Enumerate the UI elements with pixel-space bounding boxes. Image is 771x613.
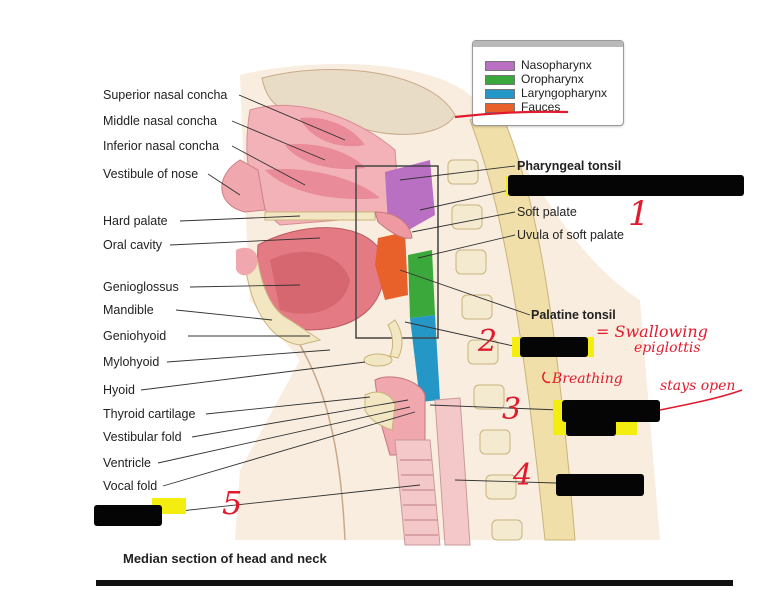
trachea (394, 439, 441, 546)
legend-swatch (485, 60, 515, 71)
legend: Nasopharynx Oropharynx Laryngopharynx Fa… (472, 40, 624, 126)
oropharynx-region (408, 250, 435, 318)
label-uvula-of-soft-palate: Uvula of soft palate (517, 228, 625, 242)
genioglossus-muscle (270, 251, 350, 314)
label-superior-nasal-concha: Superior nasal concha (103, 88, 228, 102)
redacted-label (520, 337, 588, 357)
handwritten-note-epiglottis: epiglottis (634, 340, 701, 356)
inferior-concha (265, 169, 380, 200)
legend-swatch (485, 102, 515, 113)
label-ventricle: Ventricle (103, 456, 151, 470)
redacted-label (556, 474, 644, 496)
label-mylohyoid: Mylohyoid (103, 355, 160, 369)
label-palatine-tonsil: Palatine tonsil (531, 308, 616, 322)
label-pharyngeal-tonsil: Pharyngeal tonsil (517, 159, 622, 173)
legend-item-oropharynx: Oropharynx (485, 73, 584, 86)
lower-lip (236, 247, 258, 276)
label-soft-palate: Soft palate (517, 205, 577, 219)
middle-concha (285, 144, 365, 170)
redacted-label (94, 505, 162, 526)
legend-label: Nasopharynx (521, 58, 592, 72)
neck-contour (299, 344, 346, 541)
label-thyroid-cartilage: Thyroid cartilage (103, 407, 196, 421)
superior-concha (300, 117, 365, 147)
soft-palate (374, 211, 413, 239)
label-hyoid: Hyoid (103, 383, 135, 397)
legend-label: Fauces (521, 100, 561, 114)
label-vestibular-fold: Vestibular fold (103, 430, 182, 444)
laryngopharynx-region (410, 315, 440, 402)
redacted-label (566, 418, 616, 436)
nose (221, 159, 266, 213)
hyoid-bone (363, 353, 393, 367)
handwritten-note-breathing: Breathing (552, 371, 623, 387)
legend-item-fauces: Fauces (485, 101, 560, 114)
handwritten-number-2: 2 (478, 324, 498, 359)
handwritten-note-stays-open: stays open (660, 378, 736, 394)
legend-header (473, 41, 623, 47)
label-mandible: Mandible (103, 303, 154, 317)
esophagus (434, 397, 471, 546)
bottom-rule (96, 580, 733, 586)
label-inferior-nasal-concha: Inferior nasal concha (103, 139, 220, 153)
label-vocal-fold: Vocal fold (103, 479, 158, 493)
legend-swatch (485, 88, 515, 99)
leader-lines (140, 94, 561, 514)
label-geniohyoid: Geniohyoid (103, 329, 167, 343)
legend-label: Laryngopharynx (521, 86, 608, 100)
handwritten-number-5: 5 (222, 484, 243, 522)
handwritten-number-3: 3 (502, 392, 522, 427)
nasopharynx-region (385, 160, 435, 232)
legend-label: Oropharynx (521, 72, 584, 86)
legend-item-nasopharynx: Nasopharynx (485, 59, 592, 72)
legend-item-laryngopharynx: Laryngopharynx (485, 87, 607, 100)
handwritten-number-4: 4 (513, 458, 533, 493)
label-middle-nasal-concha: Middle nasal concha (103, 114, 217, 128)
hard-palate (264, 211, 376, 221)
figure-caption: Median section of head and neck (123, 551, 327, 566)
label-oral-cavity: Oral cavity (103, 238, 163, 252)
epiglottis (387, 319, 403, 359)
handwritten-note-swallowing: = Swallowing (596, 322, 708, 341)
handwritten-number-1: 1 (628, 194, 650, 234)
tracheal-rings (400, 459, 438, 536)
label-genioglossus: Genioglossus (103, 280, 179, 294)
fauces-region (375, 232, 408, 300)
redacted-label (562, 400, 660, 422)
legend-swatch (485, 74, 515, 85)
label-hard-palate: Hard palate (103, 214, 168, 228)
redacted-label (508, 175, 744, 196)
label-vestibule-of-nose: Vestibule of nose (103, 167, 199, 181)
